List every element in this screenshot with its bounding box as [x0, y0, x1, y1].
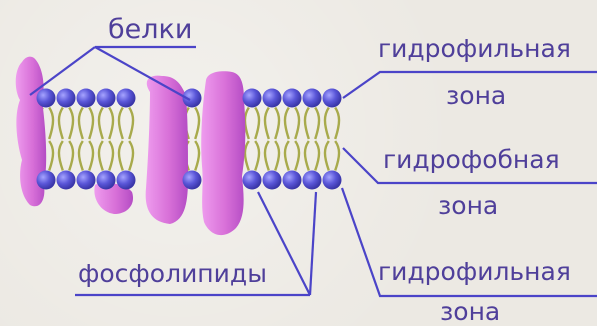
phospholipid-tail — [129, 108, 133, 140]
phospholipid-tail — [285, 108, 289, 140]
phospholipid-tail — [285, 141, 289, 171]
phospholipid-tail — [195, 141, 199, 171]
phospholipid-head-icon — [37, 171, 56, 190]
phospholipid-head-icon — [243, 171, 262, 190]
phospholipid-tail — [275, 108, 279, 140]
phospholipid-tail — [245, 108, 249, 140]
phospholipid-tail — [325, 108, 329, 140]
phospholipid-head-icon — [57, 89, 76, 108]
phospholipid-head-icon — [303, 89, 322, 108]
phospholipid-tail — [295, 108, 299, 140]
phospholipid-head-icon — [57, 171, 76, 190]
proteins-label: белки — [108, 14, 192, 45]
phospholipid-head-icon — [97, 171, 116, 190]
phospholipid-head-icon — [303, 171, 322, 190]
phospholipid-tail — [119, 141, 123, 171]
phospholipid-tail — [69, 108, 73, 140]
hydrophobic-label-line2: зона — [438, 191, 498, 220]
phospholipid-tail — [79, 108, 83, 140]
phospholipid-tail — [69, 141, 73, 171]
phospholipid-tail — [335, 108, 339, 140]
phospholipid-tail — [335, 141, 339, 171]
phospholipid-head-icon — [117, 89, 136, 108]
phospholipid-head-icon — [283, 171, 302, 190]
phospholipid-tail — [295, 141, 299, 171]
phospholipid-tail — [325, 141, 329, 171]
phospholipid-tail — [109, 108, 113, 140]
protein-blob-icon — [201, 71, 245, 235]
phospholipid-head-icon — [243, 89, 262, 108]
phospholipid-tail — [99, 108, 103, 140]
phospholipid-tail — [79, 141, 83, 171]
hydrophilic-bottom-label-line1: гидрофильная — [378, 257, 571, 286]
phospholipid-tail — [89, 108, 93, 140]
phospholipid-tail — [305, 108, 309, 140]
phospholipid-tail — [275, 141, 279, 171]
phospholipid-tail — [59, 141, 63, 171]
phospholipid-tail — [195, 108, 199, 140]
phospholipid-tail — [315, 141, 319, 171]
phospholipid-tail — [245, 141, 249, 171]
phospholipid-tail — [305, 141, 309, 171]
phospholipids-pointer-2 — [310, 192, 316, 295]
phospholipid-tail — [49, 141, 53, 171]
phospholipid-tail — [255, 141, 259, 171]
phospholipid-tail — [265, 141, 269, 171]
phospholipid-head-icon — [323, 89, 342, 108]
phospholipid-head-icon — [37, 89, 56, 108]
hydrophilic-bottom-label-line2: зона — [440, 297, 500, 326]
phospholipid-tail — [109, 141, 113, 171]
phospholipid-tail — [99, 141, 103, 171]
phospholipid-head-icon — [117, 171, 136, 190]
phospholipid-tail — [265, 108, 269, 140]
protein-blob-icon — [146, 76, 188, 224]
phospholipid-tail — [119, 108, 123, 140]
phospholipid-tail — [255, 108, 259, 140]
phospholipid-tail — [89, 141, 93, 171]
phospholipid-head-icon — [263, 171, 282, 190]
hydrophobic-label-line1: гидрофобная — [383, 145, 560, 174]
phospholipid-tail — [129, 141, 133, 171]
phospholipid-head-icon — [183, 171, 202, 190]
hydrophilic-top-label-line2: зона — [446, 81, 506, 110]
phospholipid-head-icon — [77, 89, 96, 108]
phospholipid-tail — [59, 108, 63, 140]
phospholipid-head-icon — [323, 171, 342, 190]
phospholipid-tail — [49, 108, 53, 140]
phospholipid-head-icon — [263, 89, 282, 108]
hydrophilic-top-label-line1: гидрофильная — [378, 34, 571, 63]
phospholipids-label: фосфолипиды — [78, 259, 267, 288]
phospholipid-head-icon — [77, 171, 96, 190]
phospholipid-head-icon — [283, 89, 302, 108]
phospholipid-head-icon — [97, 89, 116, 108]
phospholipid-tails — [39, 108, 339, 171]
phospholipid-tail — [315, 108, 319, 140]
